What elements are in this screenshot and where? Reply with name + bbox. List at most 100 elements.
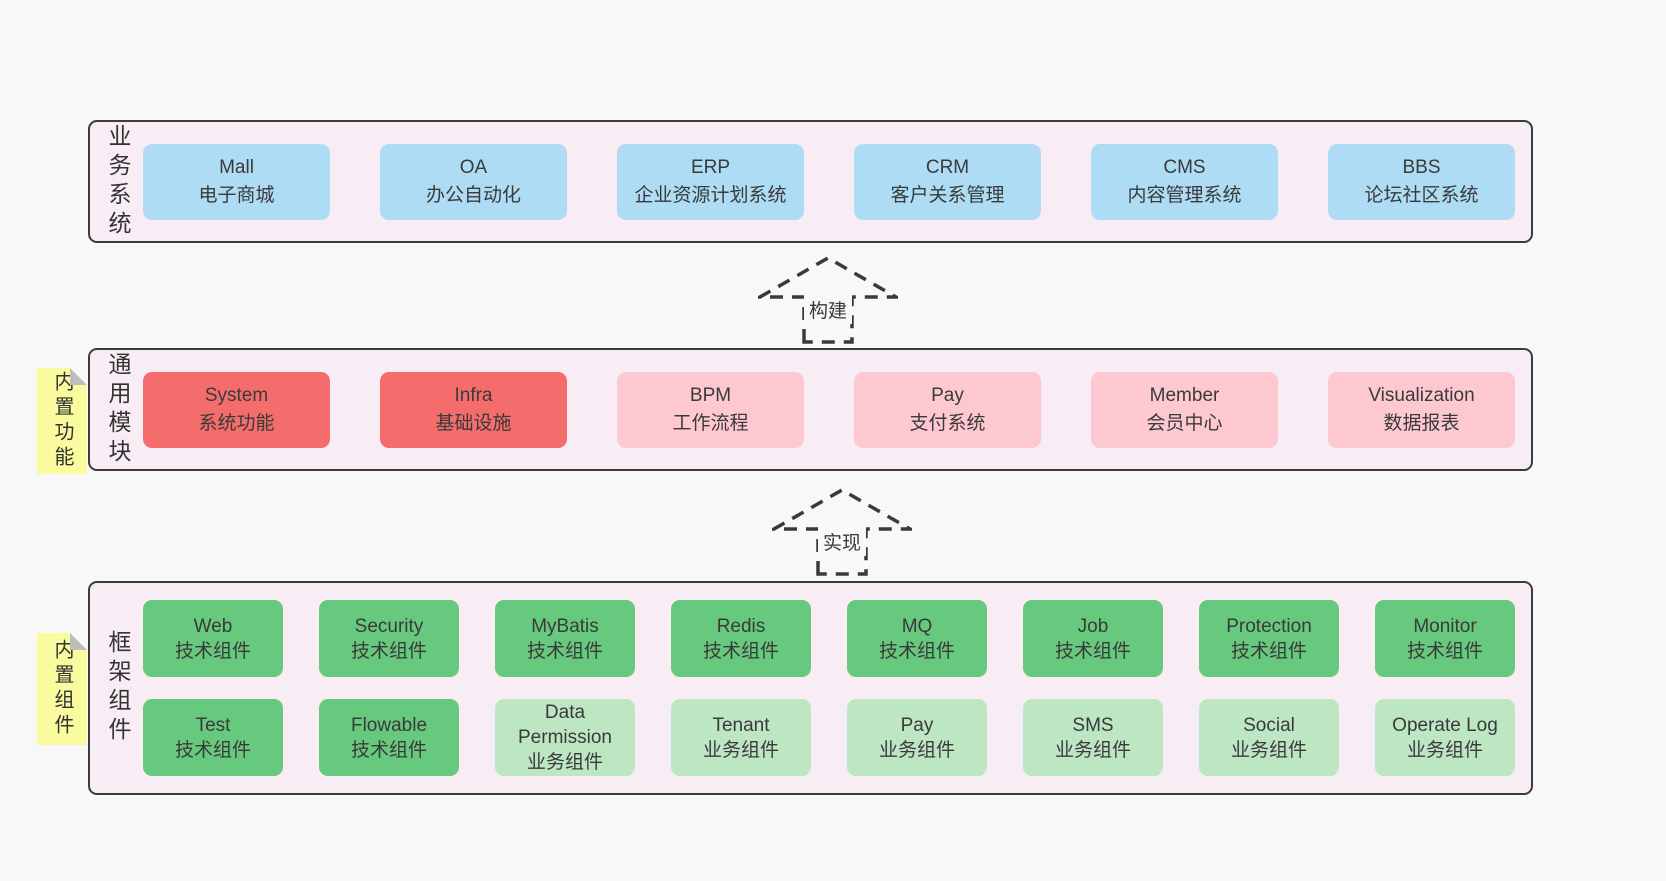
box-zh-label: 技术组件 (702, 640, 779, 662)
component-box-sms: SMS 业务组件 (1023, 699, 1163, 776)
box-en-label: CRM (925, 156, 970, 178)
box-zh-label: 业务组件 (878, 739, 955, 761)
box-en-label: SMS (1072, 714, 1114, 736)
box-en-label: Mall (219, 156, 254, 178)
component-box-data-permission: Data Permission 业务组件 (495, 699, 635, 776)
component-box-job: Job 技术组件 (1023, 600, 1163, 677)
business-box-erp: ERP 企业资源计划系统 (617, 143, 804, 220)
business-box-bbs: BBS 论坛社区系统 (1328, 143, 1515, 220)
box-zh-label: 系统功能 (198, 412, 275, 434)
sticky-note: 内置功能 (37, 368, 87, 474)
box-zh-label: 电子商城 (198, 184, 275, 206)
business-box-mall: Mall 电子商城 (143, 143, 330, 220)
component-box-mybatis: MyBatis 技术组件 (495, 600, 635, 677)
box-zh-label: 技术组件 (1406, 640, 1483, 662)
box-zh-label: 技术组件 (878, 640, 955, 662)
business-boxes-row: Mall 电子商城 OA 办公自动化 ERP 企业资源计划系统 CRM 客户关系… (131, 143, 1531, 220)
component-box-pay: Pay 业务组件 (847, 699, 987, 776)
builtin-components-label: 内置组件 (51, 639, 73, 739)
module-box-bpm: BPM 工作流程 (617, 371, 804, 448)
builtin-features-label: 内置功能 (51, 371, 73, 471)
box-zh-label: 技术组件 (1230, 640, 1307, 662)
sticky-note: 内置组件 (37, 633, 87, 745)
box-en-label: Tenant (712, 714, 770, 736)
box-zh-label: 业务组件 (1230, 739, 1307, 761)
box-en-label: Protection (1226, 615, 1312, 637)
box-zh-label: 技术组件 (174, 739, 251, 761)
box-zh-label: 论坛社区系统 (1364, 184, 1479, 206)
box-en-label: Security (354, 615, 424, 637)
box-zh-label: 内容管理系统 (1127, 184, 1242, 206)
components-row-1: Web 技术组件 Security 技术组件 MyBatis 技术组件 Redi… (143, 600, 1515, 677)
build-arrow-label: 构建 (803, 295, 853, 324)
component-box-tenant: Tenant 业务组件 (671, 699, 811, 776)
component-box-mq: MQ 技术组件 (847, 600, 987, 677)
box-zh-label: 技术组件 (1054, 640, 1131, 662)
box-zh-label: 业务组件 (1054, 739, 1131, 761)
box-en-label: Job (1077, 615, 1109, 637)
box-zh-label: 业务组件 (702, 739, 779, 761)
module-box-infra: Infra 基础设施 (380, 371, 567, 448)
box-en-label: OA (459, 156, 488, 178)
component-box-security: Security 技术组件 (319, 600, 459, 677)
box-en-label: Redis (716, 615, 766, 637)
module-box-system: System 系统功能 (143, 371, 330, 448)
box-zh-label: 客户关系管理 (890, 184, 1005, 206)
box-en-label: ERP (690, 156, 731, 178)
component-box-test: Test 技术组件 (143, 699, 283, 776)
box-en-label: System (204, 384, 269, 406)
business-box-oa: OA 办公自动化 (380, 143, 567, 220)
box-en-label: Visualization (1368, 384, 1475, 406)
business-box-crm: CRM 客户关系管理 (854, 143, 1041, 220)
business-box-cms: CMS 内容管理系统 (1091, 143, 1278, 220)
box-en-label: Web (193, 615, 233, 637)
box-zh-label: 企业资源计划系统 (634, 184, 787, 206)
box-en-label: Infra (454, 384, 493, 406)
dashed-up-arrow-icon (758, 255, 898, 344)
sticky-folded-corner (70, 633, 87, 650)
box-zh-label: 办公自动化 (425, 184, 521, 206)
box-zh-label: 数据报表 (1383, 412, 1460, 434)
box-en-label: BPM (689, 384, 732, 406)
box-en-label: Pay (900, 714, 934, 736)
common-modules-panel: 通用模块 System 系统功能 Infra 基础设施 BPM 工作流程 Pay… (88, 348, 1533, 471)
box-zh-label: 业务组件 (1406, 739, 1483, 761)
modules-boxes-row: System 系统功能 Infra 基础设施 BPM 工作流程 Pay 支付系统… (131, 371, 1531, 448)
box-en-label: Operate Log (1392, 714, 1498, 736)
box-en-label: Social (1243, 714, 1295, 736)
module-box-visualization: Visualization 数据报表 (1328, 371, 1515, 448)
box-zh-label: 基础设施 (435, 412, 512, 434)
box-en-label: Flowable (350, 714, 428, 736)
box-zh-label: 支付系统 (909, 412, 986, 434)
component-box-operate-log: Operate Log 业务组件 (1375, 699, 1515, 776)
business-systems-panel: 业务系统 Mall 电子商城 OA 办公自动化 ERP 企业资源计划系统 CRM… (88, 120, 1533, 243)
implement-arrow: 实现 (772, 487, 912, 577)
component-box-monitor: Monitor 技术组件 (1375, 600, 1515, 677)
modules-panel-label: 通用模块 (105, 351, 131, 468)
box-en-label: MQ (901, 615, 933, 637)
box-en-label: Data Permission (518, 702, 612, 748)
box-en-label: MyBatis (531, 615, 599, 637)
box-zh-label: 技术组件 (350, 640, 427, 662)
component-box-flowable: Flowable 技术组件 (319, 699, 459, 776)
components-row-2: Test 技术组件 Flowable 技术组件 Data Permission … (143, 699, 1515, 776)
builtin-components-sticky: 内置组件 (37, 633, 87, 745)
build-arrow: 构建 (758, 255, 898, 345)
box-zh-label: 工作流程 (672, 412, 749, 434)
framework-components-panel: 框架组件 Web 技术组件 Security 技术组件 MyBatis 技术组件… (88, 581, 1533, 795)
component-box-redis: Redis 技术组件 (671, 600, 811, 677)
builtin-features-sticky: 内置功能 (37, 368, 87, 474)
box-en-label: CMS (1163, 156, 1206, 178)
box-zh-label: 业务组件 (526, 752, 603, 773)
implement-arrow-label: 实现 (817, 527, 867, 556)
module-box-pay: Pay 支付系统 (854, 371, 1041, 448)
box-zh-label: 技术组件 (174, 640, 251, 662)
components-panel-label: 框架组件 (105, 630, 131, 746)
box-zh-label: 会员中心 (1146, 412, 1223, 434)
components-boxes-grid: Web 技术组件 Security 技术组件 MyBatis 技术组件 Redi… (131, 600, 1531, 776)
business-panel-label: 业务系统 (105, 123, 131, 240)
module-box-member: Member 会员中心 (1091, 371, 1278, 448)
dashed-up-arrow-icon (772, 487, 912, 576)
box-en-label: BBS (1402, 156, 1441, 178)
box-en-label: Test (195, 714, 231, 736)
